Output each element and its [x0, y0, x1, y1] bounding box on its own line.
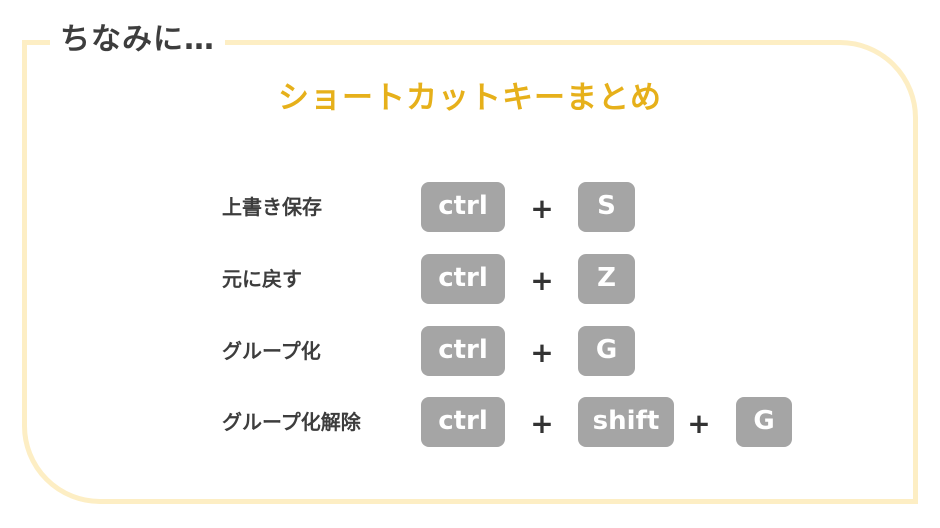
- shortcut-label: 元に戻す: [222, 267, 302, 291]
- key-ctrl: ctrl: [421, 182, 505, 232]
- key-ctrl: ctrl: [421, 254, 505, 304]
- key-g: G: [578, 326, 635, 376]
- shortcut-label: グループ化解除: [222, 410, 361, 434]
- shortcut-row-save: 上書き保存 ctrl + S: [0, 182, 940, 232]
- key-g: G: [736, 397, 792, 447]
- key-z: Z: [578, 254, 635, 304]
- plus-sign: +: [530, 336, 554, 369]
- shortcut-label: 上書き保存: [222, 195, 322, 219]
- shortcut-row-group: グループ化 ctrl + G: [0, 326, 940, 376]
- key-ctrl: ctrl: [421, 397, 505, 447]
- key-s: S: [578, 182, 635, 232]
- frame-border: [22, 40, 918, 504]
- shortcut-label: グループ化: [222, 339, 321, 363]
- key-shift: shift: [578, 397, 674, 447]
- frame-label: ちなみに…: [50, 18, 225, 62]
- plus-sign: +: [530, 192, 554, 225]
- key-ctrl: ctrl: [421, 326, 505, 376]
- page-title: ショートカットキーまとめ: [278, 80, 662, 116]
- shortcut-row-ungroup: グループ化解除 ctrl + shift + G: [0, 397, 940, 447]
- plus-sign: +: [687, 407, 711, 440]
- plus-sign: +: [530, 407, 554, 440]
- plus-sign: +: [530, 264, 554, 297]
- shortcut-row-undo: 元に戻す ctrl + Z: [0, 254, 940, 304]
